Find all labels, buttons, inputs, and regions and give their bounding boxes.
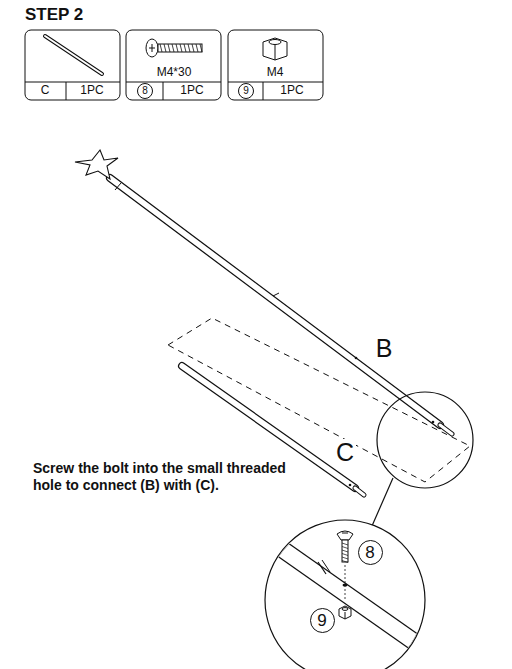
step-title: STEP 2 <box>25 6 83 25</box>
callout-number: 9 <box>238 83 254 99</box>
leader-line <box>372 478 393 526</box>
part-label: C <box>334 439 356 467</box>
callout-number: 8 <box>358 540 383 565</box>
star-topper <box>75 150 118 179</box>
part-quantity: 1PC <box>180 84 203 97</box>
nut-icon <box>263 38 287 60</box>
magnifier-circle <box>377 392 473 488</box>
rod-b <box>110 178 452 434</box>
parts-table <box>25 30 323 100</box>
detail-view <box>255 530 440 660</box>
rod-icon <box>45 36 102 74</box>
dashed-outline <box>168 318 470 482</box>
part-size: M4 <box>267 66 284 79</box>
detail-circle <box>265 520 425 669</box>
callout-number: 9 <box>310 608 335 633</box>
callout-number: 8 <box>137 83 153 99</box>
part-quantity: 1PC <box>80 84 103 97</box>
part-letter: C <box>41 84 50 97</box>
bolt <box>337 531 353 563</box>
part-size: M4*30 <box>157 66 192 79</box>
part-label: B <box>374 335 395 363</box>
part-quantity: 1PC <box>280 84 303 97</box>
screw-icon <box>146 39 202 57</box>
instruction-note: Screw the bolt into the small threaded h… <box>33 460 295 494</box>
nut <box>339 606 351 619</box>
